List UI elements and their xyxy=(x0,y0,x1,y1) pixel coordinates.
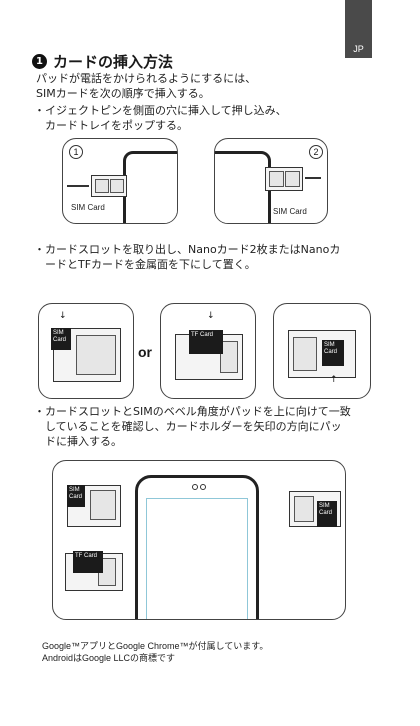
card-label: SIM xyxy=(324,342,335,348)
tablet-body xyxy=(135,475,259,619)
sensor-icon xyxy=(200,484,206,490)
card-label: TF Card xyxy=(75,553,98,559)
intro-line: SIMカードを次の順序で挿入する。 xyxy=(36,87,210,100)
tablet-edge xyxy=(215,151,271,223)
card-label: SIM xyxy=(69,487,80,493)
step-line: していることを確認し、カードホルダーを矢印の方向にパッ xyxy=(34,420,342,433)
sim-card: SIM Card xyxy=(317,501,337,527)
card-label: Card xyxy=(324,349,338,355)
footer-line: AndroidはGoogle LLCの商標です xyxy=(42,653,176,663)
step-1-text: ・イジェクトピンを側面の穴に挿入して押し込み、 カードトレイをポップする。 xyxy=(34,103,287,133)
tablet-edge xyxy=(123,151,177,223)
card-tray xyxy=(53,328,121,382)
step-number-icon: 1 xyxy=(32,54,47,69)
intro-text: パッドが電話をかけられるようにするには、 SIMカードを次の順序で挿入する。 xyxy=(36,71,256,101)
card-label: SIM xyxy=(319,503,330,509)
figure-eject-tray: 1 SIM Card xyxy=(62,138,178,224)
step-circle-icon: 1 xyxy=(69,145,83,159)
arrow-up-icon: ↑ xyxy=(330,375,338,385)
tray-slot xyxy=(220,341,238,373)
language-label: JP xyxy=(353,44,364,54)
arrow-down-icon: ↓ xyxy=(207,311,215,321)
step-line: カードトレイをポップする。 xyxy=(34,119,188,132)
figure-nano-and-tf: ↓ TF Card xyxy=(160,303,256,399)
page-title: 1 カードの挿入方法 xyxy=(32,51,173,72)
language-tab: JP xyxy=(345,0,372,58)
or-label: or xyxy=(138,344,152,360)
card-tray xyxy=(91,175,127,197)
tray-slot xyxy=(269,171,284,187)
step-circle-icon: 2 xyxy=(309,145,323,159)
card-tray xyxy=(265,167,303,191)
card-label: Card xyxy=(53,337,67,343)
eject-pin-icon xyxy=(305,177,321,179)
figure-insert-holder: SIM Card TF Card SIM Card xyxy=(52,460,346,620)
tablet-screen xyxy=(146,498,248,619)
figure-two-nano-cards: ↓ SIM Card xyxy=(38,303,134,399)
arrow-down-icon: ↓ xyxy=(59,311,67,321)
step-line: ・イジェクトピンを側面の穴に挿入して押し込み、 xyxy=(34,104,287,117)
card-label: SIM xyxy=(53,330,64,336)
sim-card: SIM Card xyxy=(67,485,85,507)
tf-card: TF Card xyxy=(189,330,223,354)
title-text: カードの挿入方法 xyxy=(53,53,174,71)
tray-slot xyxy=(293,337,317,371)
step-line: ドに挿入する。 xyxy=(34,435,122,448)
tray-slot xyxy=(95,179,109,193)
footer-line: Google™アプリとGoogle Chrome™が付属しています。 xyxy=(42,641,269,651)
figure-tray-ejected: 2 SIM Card xyxy=(214,138,328,224)
step-3-text: ・カードスロットとSIMのベベル角度がパッドを上に向けて一致 していることを確認… xyxy=(34,404,351,449)
tray-slot xyxy=(285,171,300,187)
eject-pin-icon xyxy=(67,185,89,187)
intro-line: パッドが電話をかけられるようにするには、 xyxy=(36,72,257,85)
step-2-text: ・カードスロットを取り出し、Nanoカード2枚またはNanoカ ードとTFカード… xyxy=(34,242,340,272)
step-line: ・カードスロットとSIMのベベル角度がパッドを上に向けて一致 xyxy=(34,405,351,418)
tf-card: TF Card xyxy=(73,551,103,573)
sim-card-caption: SIM Card xyxy=(71,203,105,212)
sim-card-caption: SIM Card xyxy=(273,207,307,216)
step-line: ードとTFカードを金属面を下にして置く。 xyxy=(34,258,256,271)
card-label: Card xyxy=(319,510,333,516)
tray-slot xyxy=(110,179,124,193)
tray-slot xyxy=(76,335,116,375)
sim-card: SIM Card xyxy=(322,340,344,366)
figure-nano-side: SIM Card ↑ xyxy=(273,303,371,399)
card-label: TF Card xyxy=(191,332,214,338)
card-label: Card xyxy=(69,494,83,500)
footer-note: Google™アプリとGoogle Chrome™が付属しています。 Andro… xyxy=(42,640,268,664)
tray-slot xyxy=(90,490,116,520)
tray-slot xyxy=(294,496,314,522)
camera-icon xyxy=(192,484,198,490)
step-line: ・カードスロットを取り出し、Nanoカード2枚またはNanoカ xyxy=(34,243,341,256)
sim-card: SIM Card xyxy=(51,328,71,350)
